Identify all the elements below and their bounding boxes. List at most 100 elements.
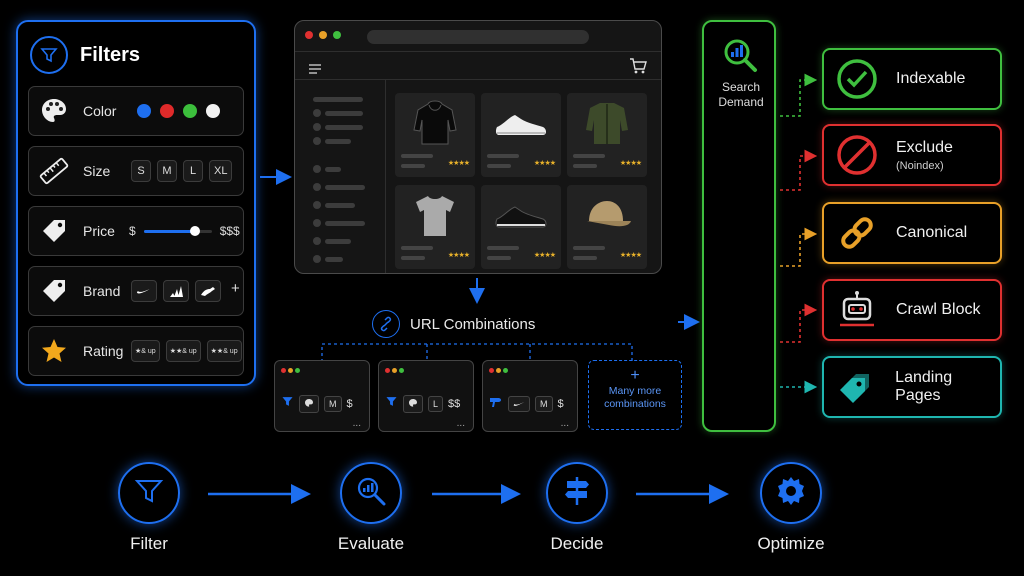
signpost-icon: [562, 475, 592, 512]
address-bar[interactable]: [367, 30, 589, 44]
size-chip: M: [324, 396, 342, 412]
step-optimize[interactable]: [760, 462, 822, 524]
product-rating: ★★★★: [534, 159, 555, 167]
url-combination-card[interactable]: M $ ...: [482, 360, 578, 432]
window-close-dot[interactable]: [305, 31, 313, 39]
hoodie-icon: [405, 97, 465, 149]
filters-title: Filters: [80, 44, 140, 67]
jacket-icon: [577, 97, 637, 149]
filter-row-brand[interactable]: Brand +: [28, 266, 244, 316]
filter-label-price: Price: [83, 223, 129, 239]
url-combination-card[interactable]: M $ ...: [274, 360, 370, 432]
rating-options: ★& up ★★& up ★★& up: [131, 340, 242, 362]
product-price-placeholder: [401, 256, 425, 260]
outcome-exclude[interactable]: Exclude (Noindex): [822, 124, 1002, 186]
brand-stripes-icon[interactable]: [163, 280, 189, 302]
rating-option-2[interactable]: ★★& up: [166, 340, 201, 362]
many-more-combinations[interactable]: + Many more combinations: [588, 360, 682, 430]
color-swatches: [137, 104, 229, 118]
sidebar-divider: [385, 79, 386, 274]
size-option-xl[interactable]: XL: [209, 160, 232, 182]
outcome-canonical[interactable]: Canonical: [822, 202, 1002, 264]
brand-more-button[interactable]: +: [231, 280, 240, 302]
price-slider-handle[interactable]: [190, 226, 200, 236]
product-title-placeholder: [573, 154, 605, 158]
filter-row-rating[interactable]: Rating ★& up ★★& up ★★& up: [28, 326, 244, 376]
filter-row-size[interactable]: Size S M L XL: [28, 146, 244, 196]
window-maximize-dot[interactable]: [333, 31, 341, 39]
step-label-decide: Decide: [517, 534, 637, 554]
product-title-placeholder: [401, 154, 433, 158]
plus-icon: +: [589, 367, 681, 385]
product-card[interactable]: ★★★★: [395, 93, 475, 177]
filter-label-size: Size: [83, 163, 129, 179]
product-rating: ★★★★: [534, 251, 555, 259]
outcome-landing-pages[interactable]: Landing Pages: [822, 356, 1002, 418]
filter-label-color: Color: [83, 103, 129, 119]
url-bracket: [322, 344, 632, 362]
ellipsis: ...: [353, 418, 361, 429]
product-rating: ★★★★: [448, 251, 469, 259]
size-chip: L: [428, 396, 443, 412]
arrow-to-indexable: [780, 80, 814, 116]
step-decide[interactable]: [546, 462, 608, 524]
outcome-label: Canonical: [896, 224, 967, 242]
filter-row-price[interactable]: Price $ $$$: [28, 206, 244, 256]
funnel-icon: [134, 476, 164, 511]
brand-cat-icon[interactable]: [195, 280, 221, 302]
arrow-to-crawl-block: [780, 310, 814, 342]
brand-swoosh-icon: [508, 396, 530, 412]
price-slider-fill: [144, 230, 195, 233]
step-label-optimize: Optimize: [731, 534, 851, 554]
product-title-placeholder: [487, 154, 519, 158]
outcome-label: Crawl Block: [896, 301, 980, 319]
robot-icon: [834, 287, 880, 333]
product-price-placeholder: [401, 164, 425, 168]
many-more-line-2: combinations: [589, 398, 681, 411]
check-circle-icon: [834, 56, 880, 102]
hamburger-menu-icon[interactable]: [309, 61, 321, 79]
product-card[interactable]: ★★★★: [481, 185, 561, 269]
product-card[interactable]: ★★★★: [395, 185, 475, 269]
url-combinations-heading: URL Combinations: [372, 310, 535, 338]
chain-link-icon: [834, 210, 880, 256]
product-price-placeholder: [487, 164, 511, 168]
outcome-sublabel: (Noindex): [896, 160, 953, 172]
palette-chip-icon: [299, 395, 319, 413]
product-card[interactable]: ★★★★: [567, 93, 647, 177]
outcome-crawl-block[interactable]: Crawl Block: [822, 279, 1002, 341]
brand-swoosh-icon[interactable]: [131, 280, 157, 302]
swatch-green[interactable]: [183, 104, 197, 118]
swatch-white[interactable]: [206, 104, 220, 118]
rating-option-3[interactable]: ★★& up: [207, 340, 242, 362]
price-tag-icon: [37, 214, 71, 248]
step-evaluate[interactable]: [340, 462, 402, 524]
size-option-l[interactable]: L: [183, 160, 203, 182]
outcome-indexable[interactable]: Indexable: [822, 48, 1002, 110]
url-combination-card[interactable]: L $$ ...: [378, 360, 474, 432]
outcome-label: Indexable: [896, 70, 965, 88]
arrow-to-exclude: [780, 156, 814, 190]
filter-row-color[interactable]: Color: [28, 86, 244, 136]
size-option-m[interactable]: M: [157, 160, 177, 182]
filter-label-brand: Brand: [83, 283, 129, 299]
swatch-red[interactable]: [160, 104, 174, 118]
titlebar-divider: [295, 51, 661, 52]
step-filter[interactable]: [118, 462, 180, 524]
brand-tag-icon: [37, 274, 71, 308]
window-minimize-dot[interactable]: [319, 31, 327, 39]
ellipsis: ...: [561, 418, 569, 429]
step-label-filter: Filter: [89, 534, 209, 554]
outcome-label: Exclude: [896, 139, 953, 157]
size-chip: M: [535, 396, 553, 412]
product-card[interactable]: ★★★★: [481, 93, 561, 177]
price-chip: $$: [448, 398, 460, 410]
swatch-blue[interactable]: [137, 104, 151, 118]
funnel-icon: [385, 395, 398, 413]
product-card[interactable]: ★★★★: [567, 185, 647, 269]
price-slider[interactable]: [144, 230, 212, 233]
rating-option-1[interactable]: ★& up: [131, 340, 160, 362]
cart-icon[interactable]: [629, 58, 647, 79]
product-price-placeholder: [573, 164, 597, 168]
size-option-s[interactable]: S: [131, 160, 151, 182]
